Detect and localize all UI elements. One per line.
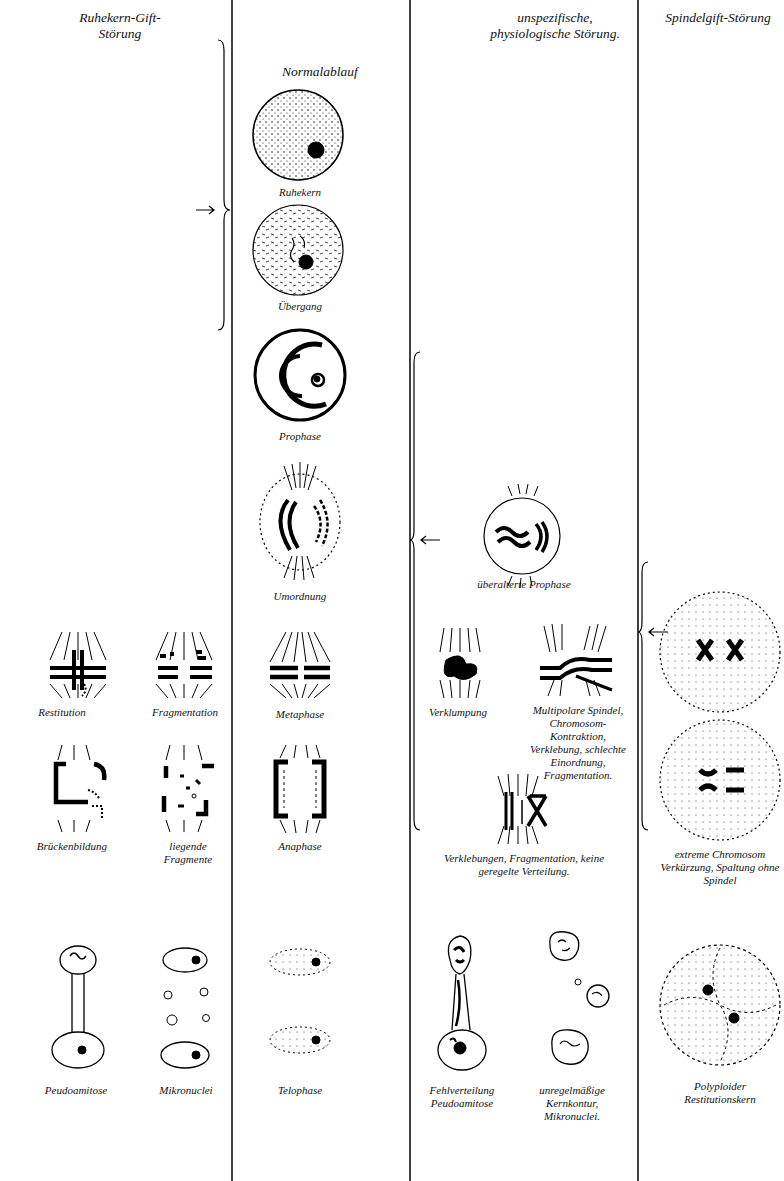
figure-label: überalterte Prophase: [459, 578, 589, 591]
figure-label: Mikronuclei: [146, 1084, 226, 1097]
figure-label: extreme Chromosom Verkürzung, Spaltung o…: [660, 848, 780, 887]
figure-label: Restitution: [17, 706, 107, 719]
figure-label: Fehlverteilung Peudoamitose: [417, 1084, 507, 1110]
figure-label: Anaphase: [250, 840, 350, 853]
figure-label: Fragmentation: [140, 706, 230, 719]
figure-label: Metaphase: [250, 708, 350, 721]
figure-label: Telophase: [250, 1084, 350, 1097]
figure-label: Brückenbildung: [22, 840, 122, 853]
figure-label: Verklebungen, Fragmentation, keine gereg…: [429, 852, 619, 878]
column-heading: unspezifische, physiologische Störung.: [480, 10, 630, 42]
figure-label: unregelmäßige Kernkontur, Mikronuclei.: [517, 1084, 627, 1123]
figure-label: Peudoamitose: [26, 1084, 126, 1097]
figure-label: Umordnung: [240, 590, 360, 603]
column-heading: Ruhekern-Gift-Störung: [60, 10, 180, 42]
figure-label: liegende Fragmente: [148, 840, 228, 866]
figure-label: Prophase: [240, 430, 360, 443]
column-heading: Spindelgift-Störung: [663, 10, 773, 26]
figure-label: Verklumpung: [418, 706, 498, 719]
figure-label: Ruhekern: [240, 186, 360, 199]
figure-label: Multipolare Spindel, Chromosom-Kontrakti…: [528, 704, 628, 782]
figure-label: Übergang: [240, 300, 360, 313]
figure-label: Polyploider Restitutionskern: [665, 1080, 775, 1106]
column-heading: Normalablauf: [250, 64, 390, 80]
